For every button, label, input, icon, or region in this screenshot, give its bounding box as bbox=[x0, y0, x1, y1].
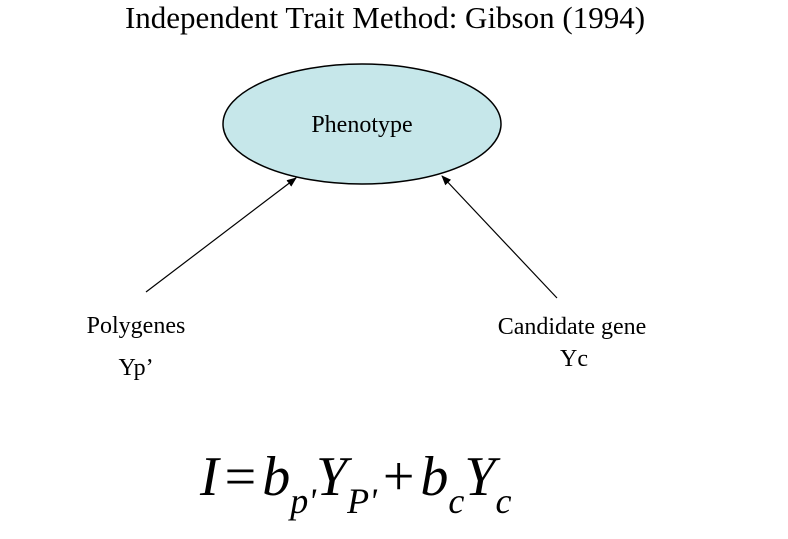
equation-coef1: b bbox=[262, 446, 291, 508]
page-title: Independent Trait Method: Gibson (1994) bbox=[124, 0, 646, 35]
equation-var1-sub: P' bbox=[347, 481, 377, 521]
phenotype-label: Phenotype bbox=[311, 112, 413, 138]
candidate-gene-arrow bbox=[441, 175, 558, 299]
candidate-gene-variable-label: Yc bbox=[560, 346, 588, 372]
equation-plus: + bbox=[382, 446, 415, 508]
equation-var2: Y bbox=[464, 446, 496, 508]
equation-coef2: b bbox=[420, 446, 449, 508]
equation-coef1-sub: p' bbox=[290, 481, 316, 521]
polygenes-label: Polygenes bbox=[86, 313, 186, 339]
equation-coef2-sub: c bbox=[448, 481, 465, 521]
equation-var2-sub: c bbox=[495, 481, 512, 521]
equation-var1: Y bbox=[315, 446, 348, 508]
polygenes-variable-label: Yp’ bbox=[118, 355, 154, 381]
polygenes-arrow bbox=[145, 177, 297, 293]
equation-equals: = bbox=[224, 446, 257, 508]
equation-lhs: I bbox=[200, 446, 219, 508]
phenotype-ellipse bbox=[222, 63, 502, 185]
index-equation: I=bp'YP'+bcYc bbox=[200, 442, 600, 522]
candidate-gene-label: Candidate gene bbox=[497, 314, 647, 340]
